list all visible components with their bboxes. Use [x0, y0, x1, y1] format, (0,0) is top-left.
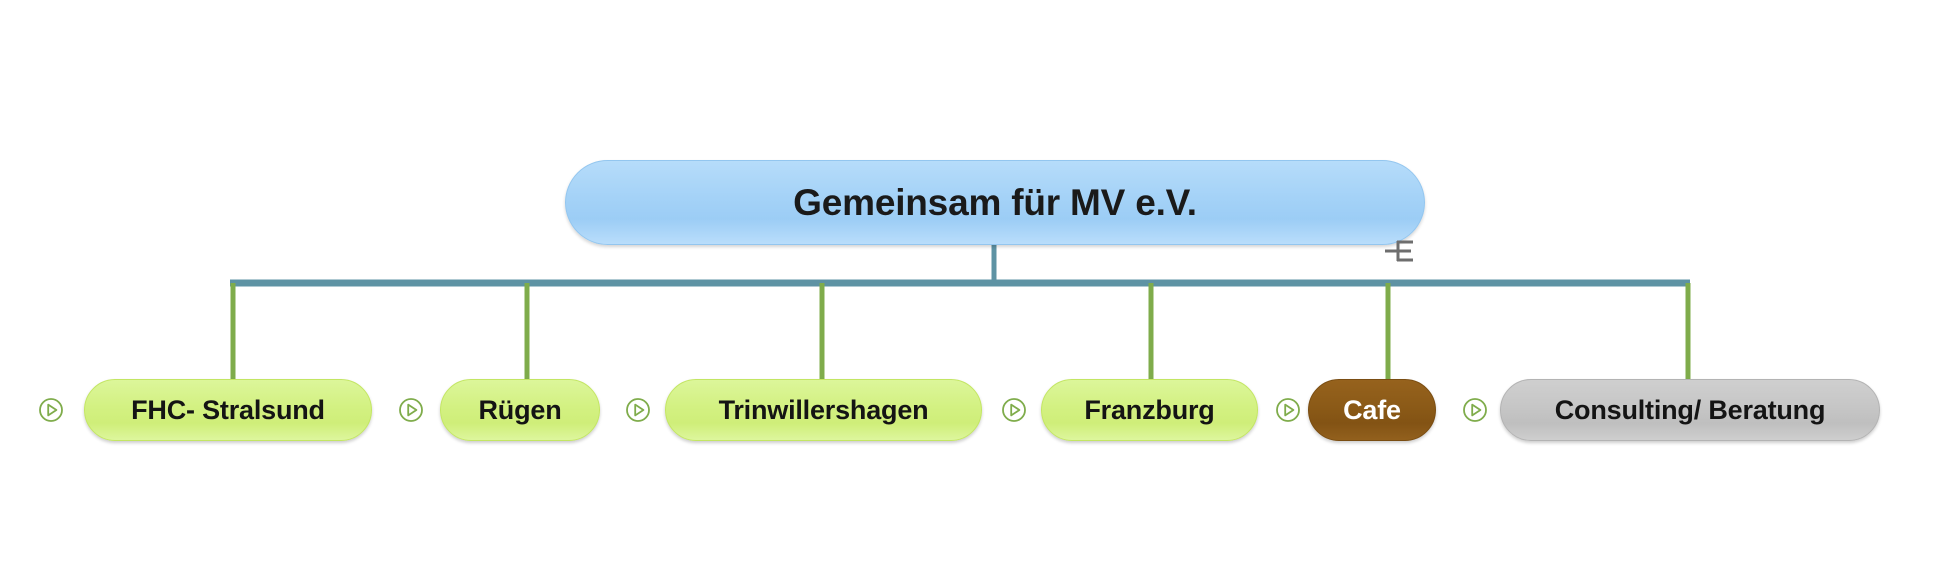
child-node-label: FHC- Stralsund	[131, 394, 325, 425]
expander-icon-cafe[interactable]	[1275, 397, 1301, 423]
expander-icon-consulting-beratung[interactable]	[1462, 397, 1488, 423]
root-node[interactable]: Gemeinsam für MV e.V.	[565, 160, 1425, 245]
expander-icon-ruegen[interactable]	[398, 397, 424, 423]
child-node-ruegen[interactable]: Rügen	[440, 379, 600, 441]
expander-icon-trinwillershagen[interactable]	[625, 397, 651, 423]
child-node-franzburg[interactable]: Franzburg	[1041, 379, 1258, 441]
child-node-fhc-stralsund[interactable]: FHC- Stralsund	[84, 379, 372, 441]
expander-icon-fhc-stralsund[interactable]	[38, 397, 64, 423]
child-node-consulting-beratung[interactable]: Consulting/ Beratung	[1500, 379, 1880, 441]
child-node-label: Franzburg	[1084, 394, 1215, 425]
child-node-cafe[interactable]: Cafe	[1308, 379, 1436, 441]
expander-icon-franzburg[interactable]	[1001, 397, 1027, 423]
child-node-trinwillershagen[interactable]: Trinwillershagen	[665, 379, 982, 441]
child-node-label: Trinwillershagen	[718, 394, 929, 425]
root-node-label: Gemeinsam für MV e.V.	[793, 182, 1197, 223]
collapse-fork-icon[interactable]	[1383, 238, 1417, 264]
child-node-label: Consulting/ Beratung	[1554, 394, 1826, 425]
child-node-label: Rügen	[478, 394, 562, 425]
child-node-label: Cafe	[1343, 394, 1401, 425]
